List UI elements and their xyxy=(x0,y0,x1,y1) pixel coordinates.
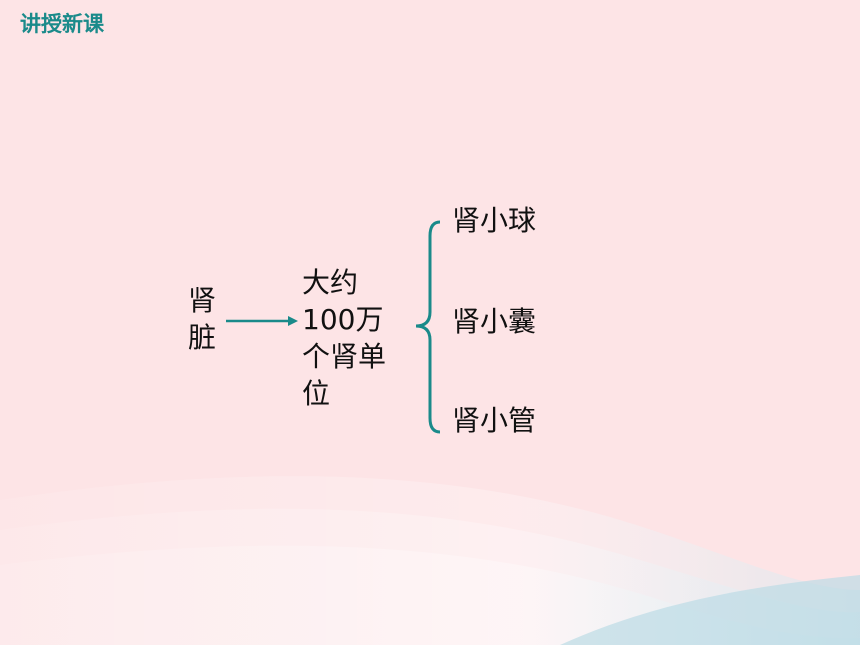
glomerulus-label: 肾小球 xyxy=(452,204,537,237)
brace xyxy=(415,220,441,434)
kidney-label: 肾脏 xyxy=(188,284,217,354)
arrow-head xyxy=(288,316,298,326)
nephron-count-label: 大约100万个肾单位 xyxy=(302,266,387,410)
bowmans-capsule-label: 肾小囊 xyxy=(452,305,537,338)
section-title: 讲授新课 xyxy=(20,12,104,36)
renal-tubule-label: 肾小管 xyxy=(452,404,537,437)
